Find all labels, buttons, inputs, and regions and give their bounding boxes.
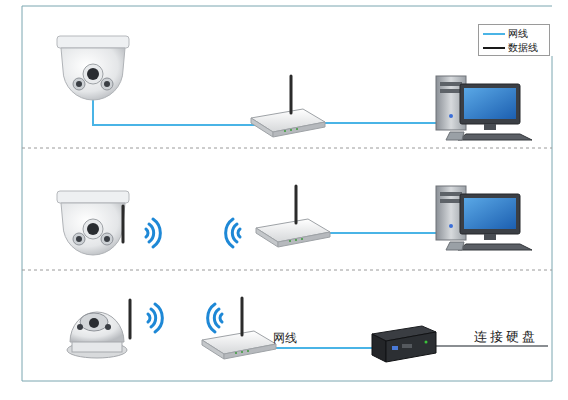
legend-line-sample xyxy=(483,45,505,51)
legend-box: 网线数据线 xyxy=(478,24,550,56)
disk-note: 连接硬盘 xyxy=(474,328,538,346)
legend-text: 网线 xyxy=(508,28,528,40)
legend-text: 数据线 xyxy=(508,42,538,54)
legend-row: 网线 xyxy=(483,27,528,40)
cable-label: 网线 xyxy=(273,330,297,347)
legend-row: 数据线 xyxy=(483,41,538,54)
legend-line-sample xyxy=(483,31,505,37)
